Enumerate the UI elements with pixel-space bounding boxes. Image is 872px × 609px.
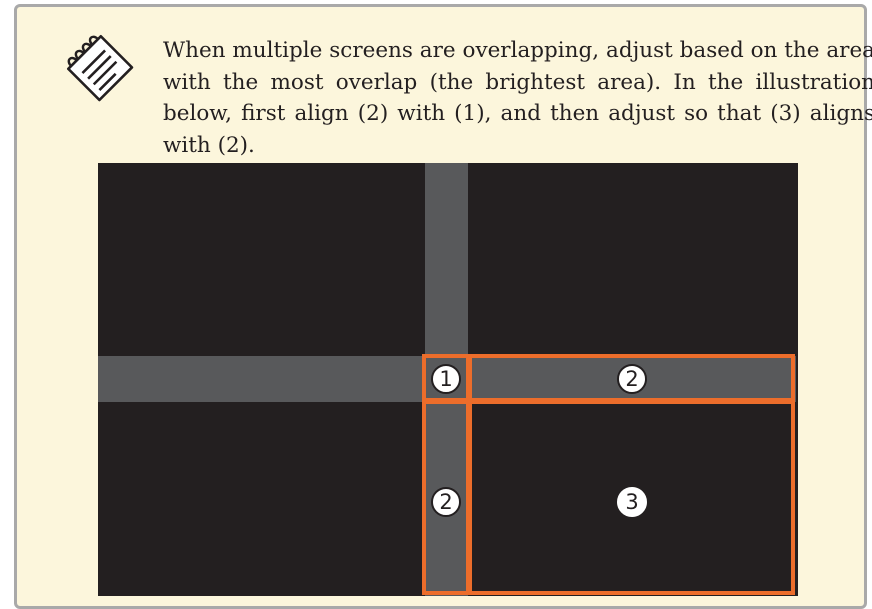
marker-3: 3 bbox=[617, 487, 647, 517]
marker-1: 1 bbox=[431, 364, 461, 394]
note-text: When multiple screens are overlapping, a… bbox=[163, 38, 872, 158]
marker-2-vertical: 2 bbox=[431, 487, 461, 517]
region-3-outline bbox=[468, 400, 795, 595]
note-memo-icon bbox=[67, 35, 134, 102]
marker-2-horizontal: 2 bbox=[617, 364, 647, 394]
overlap-illustration: 1 2 2 3 bbox=[98, 163, 798, 596]
